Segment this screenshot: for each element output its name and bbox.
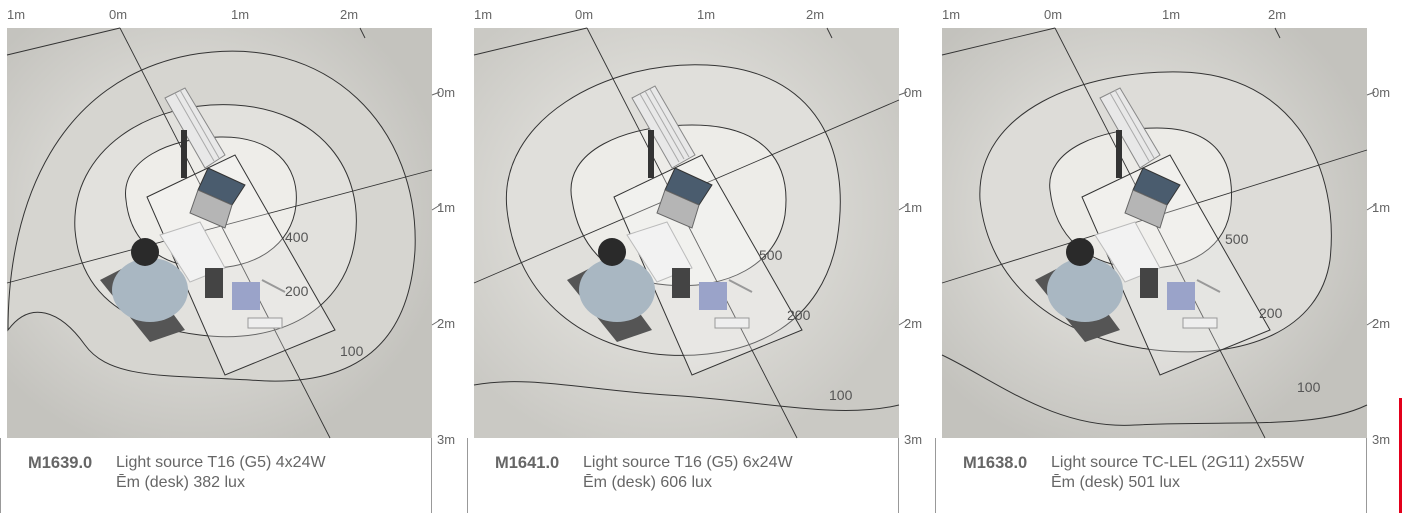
model-number: M1641.0 bbox=[495, 454, 560, 472]
luminaire bbox=[631, 85, 696, 178]
axis-top-label: 1m bbox=[474, 7, 493, 22]
light-source-text: Light source TC-LEL (2G11) 2x55W bbox=[1051, 454, 1305, 471]
axis-top-label: 2m bbox=[1268, 7, 1287, 22]
luminaire bbox=[1099, 87, 1161, 178]
axis-side-label: 0m bbox=[904, 85, 923, 100]
side-ticks bbox=[898, 91, 908, 326]
isolux-plan-3: 500 200 100 bbox=[941, 27, 1376, 439]
desk-folder bbox=[1167, 282, 1195, 310]
desk-tray bbox=[247, 317, 283, 329]
contour-100 bbox=[941, 354, 1368, 426]
axis-side-label: 0m bbox=[437, 85, 456, 100]
axis-top-label: 2m bbox=[340, 7, 359, 22]
contour-label-2: 200 bbox=[787, 307, 811, 323]
contour-label-1: 500 bbox=[1225, 231, 1249, 247]
axis-side-label: 2m bbox=[1372, 316, 1391, 331]
desk-tray bbox=[714, 317, 750, 329]
desk-phone bbox=[1140, 268, 1158, 298]
isolux-plan-1: 400 200 100 bbox=[6, 27, 441, 439]
axis-side-label: 1m bbox=[1372, 200, 1391, 215]
em-desk-text: Ēm (desk) 501 lux bbox=[1051, 474, 1180, 491]
side-ticks bbox=[1366, 91, 1376, 326]
contour-label-1: 500 bbox=[759, 247, 783, 263]
axis-top-label: 0m bbox=[109, 7, 128, 22]
contour-label-3: 100 bbox=[340, 343, 364, 359]
person-at-desk bbox=[100, 221, 226, 342]
isolux-plan-2: 500 200 100 bbox=[473, 27, 908, 439]
contour-label-3: 100 bbox=[829, 387, 853, 403]
axis-side-label: 3m bbox=[1372, 432, 1391, 447]
axis-top-label: 2m bbox=[806, 7, 825, 22]
light-source-text: Light source T16 (G5) 4x24W bbox=[116, 454, 326, 471]
contour-label-2: 200 bbox=[1259, 305, 1283, 321]
axis-top-label: 1m bbox=[1162, 7, 1181, 22]
axis-side-label: 1m bbox=[904, 200, 923, 215]
desk-pen bbox=[261, 279, 286, 293]
axis-side-label: 3m bbox=[904, 432, 923, 447]
axis-side-label: 0m bbox=[1372, 85, 1391, 100]
model-number: M1638.0 bbox=[963, 454, 1028, 472]
desk-pen bbox=[1196, 279, 1221, 293]
desk-tray bbox=[1182, 317, 1218, 329]
model-number: M1639.0 bbox=[28, 454, 93, 472]
contour-label-1: 400 bbox=[285, 229, 309, 245]
person-at-desk bbox=[1035, 221, 1161, 342]
light-source-text: Light source T16 (G5) 6x24W bbox=[583, 454, 793, 471]
axis-top-label: 1m bbox=[231, 7, 250, 22]
axis-side-label: 3m bbox=[437, 432, 456, 447]
accent-bar bbox=[1399, 398, 1402, 513]
caption: M1641.0 Light source T16 (G5) 6x24W Ēm (… bbox=[467, 438, 899, 513]
desk-folder bbox=[699, 282, 727, 310]
caption: M1639.0 Light source T16 (G5) 4x24W Ēm (… bbox=[0, 438, 432, 513]
axis-side-label: 2m bbox=[437, 316, 456, 331]
laptop bbox=[656, 167, 713, 229]
grid-lines bbox=[6, 27, 433, 439]
diagram-panel-3: 500 200 100 1m 0m 1m 2m 0m 1m 2m 3m M163… bbox=[935, 0, 1390, 513]
diagram-panel-1: 400 200 100 1m 0m 1m 2m 0m 1m 2m 3m M163… bbox=[0, 0, 455, 513]
axis-top-label: 1m bbox=[942, 7, 961, 22]
person-at-desk bbox=[567, 221, 693, 342]
diagram-panel-2: 500 200 100 1m 0m 1m 2m 0m 1m 2m 3m M164… bbox=[467, 0, 922, 513]
desk-folder bbox=[232, 282, 260, 310]
caption: M1638.0 Light source TC-LEL (2G11) 2x55W… bbox=[935, 438, 1367, 513]
laptop bbox=[1124, 167, 1181, 229]
desk-phone bbox=[205, 268, 223, 298]
desk-phone bbox=[672, 268, 690, 298]
side-ticks bbox=[431, 91, 441, 326]
axis-top-label: 1m bbox=[7, 7, 26, 22]
axis-side-label: 1m bbox=[437, 200, 456, 215]
contour-label-2: 200 bbox=[285, 283, 309, 299]
axis-side-label: 2m bbox=[904, 316, 923, 331]
axis-top-label: 1m bbox=[697, 7, 716, 22]
axis-top-label: 0m bbox=[575, 7, 594, 22]
desk-pen bbox=[728, 279, 753, 293]
em-desk-text: Ēm (desk) 382 lux bbox=[116, 474, 245, 491]
luminaire bbox=[164, 87, 226, 178]
contour-label-3: 100 bbox=[1297, 379, 1321, 395]
laptop bbox=[189, 167, 246, 229]
contour-100 bbox=[473, 381, 900, 411]
axis-top-label: 0m bbox=[1044, 7, 1063, 22]
em-desk-text: Ēm (desk) 606 lux bbox=[583, 474, 712, 491]
